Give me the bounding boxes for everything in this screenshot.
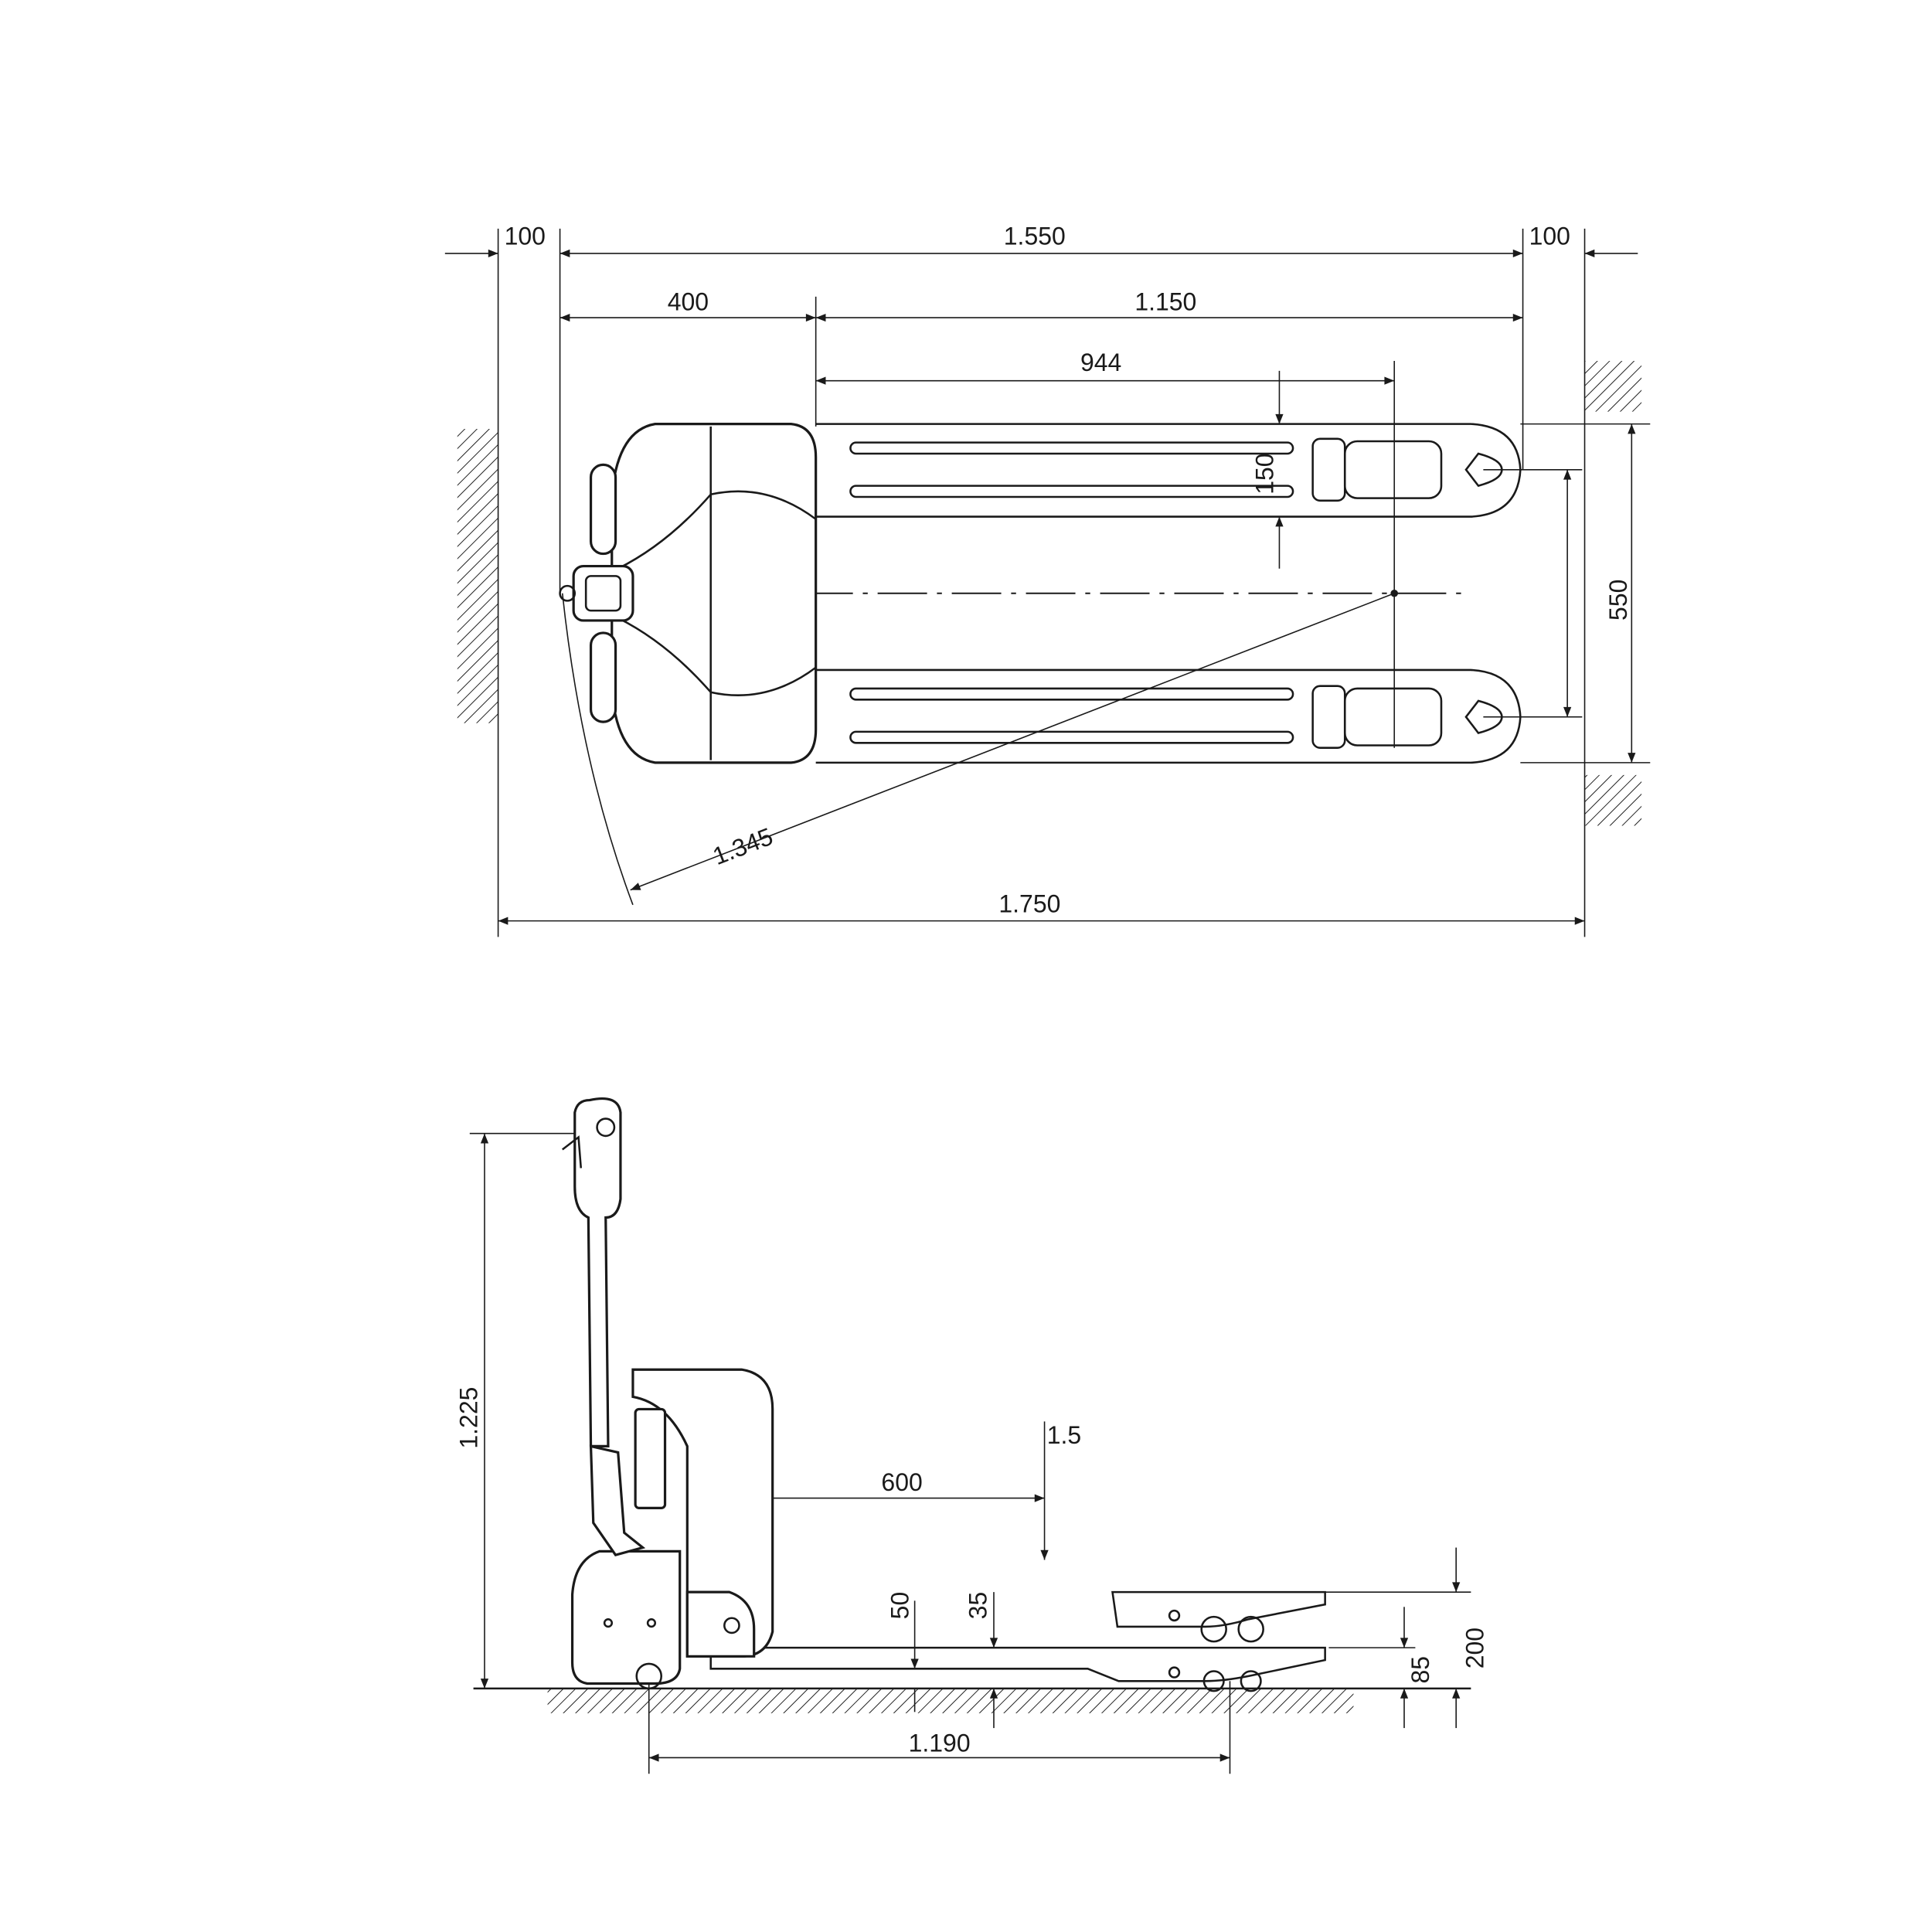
- turning-arc: [561, 593, 634, 906]
- label-fork-length-total: 1.550: [1004, 223, 1066, 250]
- label-load-center-top: 944: [1080, 349, 1121, 376]
- drive-unit: [570, 1549, 682, 1685]
- top-view: [444, 228, 1651, 937]
- label-body-length: 400: [668, 287, 709, 315]
- label-ground-clearance: 50: [886, 1592, 914, 1620]
- label-fork-width: 150: [1250, 453, 1278, 494]
- drive-wheel: [635, 1662, 663, 1690]
- label-capacity: 1.5: [1047, 1421, 1081, 1449]
- fork-lowered: [709, 1646, 1326, 1682]
- label-overhang-right: 100: [1529, 223, 1570, 250]
- side-view: [469, 1097, 1471, 1774]
- label-wheelbase: 1.190: [909, 1729, 971, 1757]
- label-load-center-side: 600: [881, 1468, 922, 1496]
- label-turning-radius: 1.345: [709, 822, 777, 870]
- label-fork-height: 85: [1406, 1656, 1434, 1684]
- label-fork-length: 1.150: [1134, 287, 1196, 315]
- dim-line-1345: [630, 593, 1395, 891]
- ground-hatch: [547, 1688, 1354, 1713]
- fork-bottom: [815, 668, 1522, 764]
- truck-body-top: [611, 423, 818, 764]
- tiller-handle[interactable]: [573, 1097, 622, 1448]
- label-fork-lowered-height: 35: [964, 1592, 992, 1620]
- wall-hatch-right-bottom: [1584, 774, 1642, 826]
- tiller-head[interactable]: [572, 564, 634, 622]
- label-fork-spread: 550: [1604, 580, 1632, 621]
- label-overhang-left: 100: [505, 223, 546, 250]
- fork-top: [815, 423, 1522, 518]
- wall-hatch-right-top: [1584, 361, 1642, 412]
- label-aisle-length: 1.750: [998, 889, 1060, 917]
- fork-raised: [1111, 1590, 1326, 1628]
- wall-hatch-left: [457, 429, 498, 723]
- label-handle-height: 1.225: [454, 1387, 482, 1449]
- label-lift-height: 200: [1461, 1628, 1488, 1668]
